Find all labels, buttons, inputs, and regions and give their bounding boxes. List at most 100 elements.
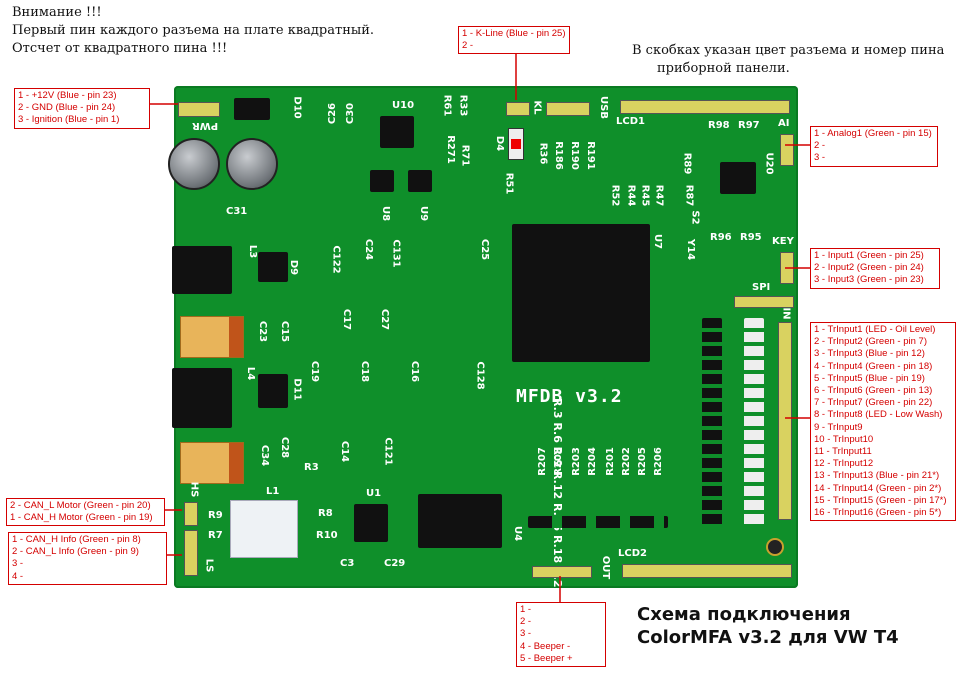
silk-d11: D11 xyxy=(291,378,303,401)
u10-chip xyxy=(380,116,414,148)
silk-r87: R87 xyxy=(683,184,695,207)
silk-r97: R97 xyxy=(738,120,760,131)
analog-line-3: 3 - xyxy=(814,152,826,164)
silk-c128: C128 xyxy=(474,361,486,390)
silk-lcd1: LCD1 xyxy=(616,116,645,127)
mcu-chip xyxy=(512,224,650,362)
trinput-line-13: 13 - TrInput13 (Blue - pin 21*) xyxy=(814,470,940,482)
silk-u7: U7 xyxy=(652,233,664,250)
silk-c14: C14 xyxy=(339,440,351,463)
resistor-array xyxy=(744,318,764,528)
out-line-5: 5 - Beeper + xyxy=(520,652,573,664)
silk-r208: R208 xyxy=(552,447,564,476)
warning-line-2: Первый пин каждого разъема на плате квад… xyxy=(12,23,375,38)
silk-c25: C25 xyxy=(479,238,491,261)
silk-spi: SPI xyxy=(752,282,771,293)
silk-r191: R191 xyxy=(584,141,596,170)
silk-r51: R51 xyxy=(503,172,515,195)
silk-c34: C34 xyxy=(259,444,271,467)
out-line-2: 2 - xyxy=(520,616,532,628)
u9-chip xyxy=(408,170,432,192)
silk-r71: R71 xyxy=(459,144,471,167)
warning-line-3: Отсчет от квадратного пина !!! xyxy=(12,41,228,56)
warning-line-1: Внимание !!! xyxy=(12,5,102,20)
silk-c16: C16 xyxy=(409,360,421,383)
lcd2-connector xyxy=(622,564,792,578)
silk-u9: U9 xyxy=(418,205,430,222)
silk-r202: R202 xyxy=(620,447,632,476)
l3-inductor xyxy=(172,246,232,294)
spi-connector xyxy=(734,296,794,308)
silk-r96: R96 xyxy=(710,232,732,243)
silk-c30: C30 xyxy=(345,102,357,125)
analog-line-2: 2 - xyxy=(814,140,826,152)
in-connector xyxy=(778,322,792,520)
brackets-line-2: приборной панели. xyxy=(657,61,790,76)
c23-tantalum xyxy=(180,316,244,358)
pcb-board: PWR D10 C31 C26 C30 U10 R61 R33 R271 R71… xyxy=(168,86,798,627)
transistor-array xyxy=(702,318,722,528)
title-line-2: ColorMFA v3.2 для VW T4 xyxy=(637,627,899,648)
trinput-line-14: 14 - TrInput14 (Green - pin 2*) xyxy=(814,482,942,494)
silk-u8: U8 xyxy=(380,205,392,222)
silk-r271: R271 xyxy=(444,135,456,164)
silk-r205: R205 xyxy=(636,447,648,476)
silk-r95: R95 xyxy=(740,232,762,243)
u8-chip xyxy=(370,170,394,192)
ls-line-1: 1 - CAN_H Info (Green - pin 8) xyxy=(12,534,141,545)
silk-r204: R204 xyxy=(586,447,598,476)
trinput-line-2: 2 - TrInput2 (Green - pin 7) xyxy=(814,336,927,348)
silk-l1: L1 xyxy=(266,486,280,497)
silk-c18: C18 xyxy=(359,360,371,383)
silk-d10: D10 xyxy=(291,96,303,119)
silk-hs: HS xyxy=(188,481,200,498)
silk-c17: C17 xyxy=(341,308,353,331)
board-label: MFDB v3.2 xyxy=(516,386,623,407)
analog-line-1: 1 - Analog1 (Green - pin 15) xyxy=(814,128,932,139)
r-row-transistors xyxy=(528,516,668,528)
pwr-connector xyxy=(178,102,220,117)
silk-r201: R201 xyxy=(604,447,616,476)
u20-chip xyxy=(720,162,756,194)
ls-label: 1 - CAN_H Info (Green - pin 8) 2 - CAN_L… xyxy=(8,532,167,585)
silk-r89: R89 xyxy=(681,152,693,175)
out-connector xyxy=(532,566,592,578)
out-line-3: 3 - xyxy=(520,628,532,640)
silk-u10: U10 xyxy=(392,100,415,111)
silk-key: KEY xyxy=(772,236,794,247)
trinput-line-11: 11 - TrInput11 xyxy=(814,446,872,458)
silk-c28: C28 xyxy=(279,436,291,459)
trinput-line-5: 5 - TrInput5 (Blue - pin 19) xyxy=(814,372,925,384)
d10-diode xyxy=(234,98,270,120)
trinput-transistors xyxy=(698,318,774,528)
brackets-line-1: В скобках указан цвет разъема и номер пи… xyxy=(632,43,945,58)
ls-line-3: 3 - xyxy=(12,558,24,570)
usb-connector xyxy=(546,102,590,116)
silk-kl: KL xyxy=(531,100,543,115)
silk-r190: R190 xyxy=(568,141,580,170)
silk-l3: L3 xyxy=(247,244,259,259)
key-connector xyxy=(780,252,794,284)
trinput-label: 1 - TrInput1 (LED - Oil Level) 2 - TrInp… xyxy=(810,322,956,522)
trinput-line-7: 7 - TrInput7 (Green - pin 22) xyxy=(814,397,933,409)
silk-r10: R10 xyxy=(316,530,338,541)
silk-c121: C121 xyxy=(382,437,394,466)
silk-r8: R8 xyxy=(318,508,333,519)
key-label: 1 - Input1 (Green - pin 25) 2 - Input2 (… xyxy=(810,248,940,289)
silk-r36: R36 xyxy=(537,142,549,165)
out-line-4: 4 - Beeper - xyxy=(520,640,571,652)
silk-c15: C15 xyxy=(279,320,291,343)
pwr-label: 1 - +12V (Blue - pin 23) 2 - GND (Blue -… xyxy=(14,88,150,129)
trinput-line-3: 3 - TrInput3 (Blue - pin 12) xyxy=(814,348,925,360)
pwr-line-2: 2 - GND (Blue - pin 24) xyxy=(18,102,116,114)
hs-line-1: 2 - CAN_L Motor (Green - pin 20) xyxy=(10,500,151,511)
capacitor-2 xyxy=(226,138,278,190)
silk-y14: Y14 xyxy=(685,238,697,261)
silk-r207: R207 xyxy=(536,447,548,476)
silk-r-column: R.3 R.6 R.9 R.12 R.15 R.18 R.21 R.24 xyxy=(551,398,564,628)
silk-r203: R203 xyxy=(570,447,582,476)
title-line-1: Схема подключения xyxy=(637,604,851,625)
silk-d9: D9 xyxy=(288,259,300,276)
silk-r52: R52 xyxy=(609,184,621,207)
trinput-line-12: 12 - TrInput12 xyxy=(814,458,874,470)
